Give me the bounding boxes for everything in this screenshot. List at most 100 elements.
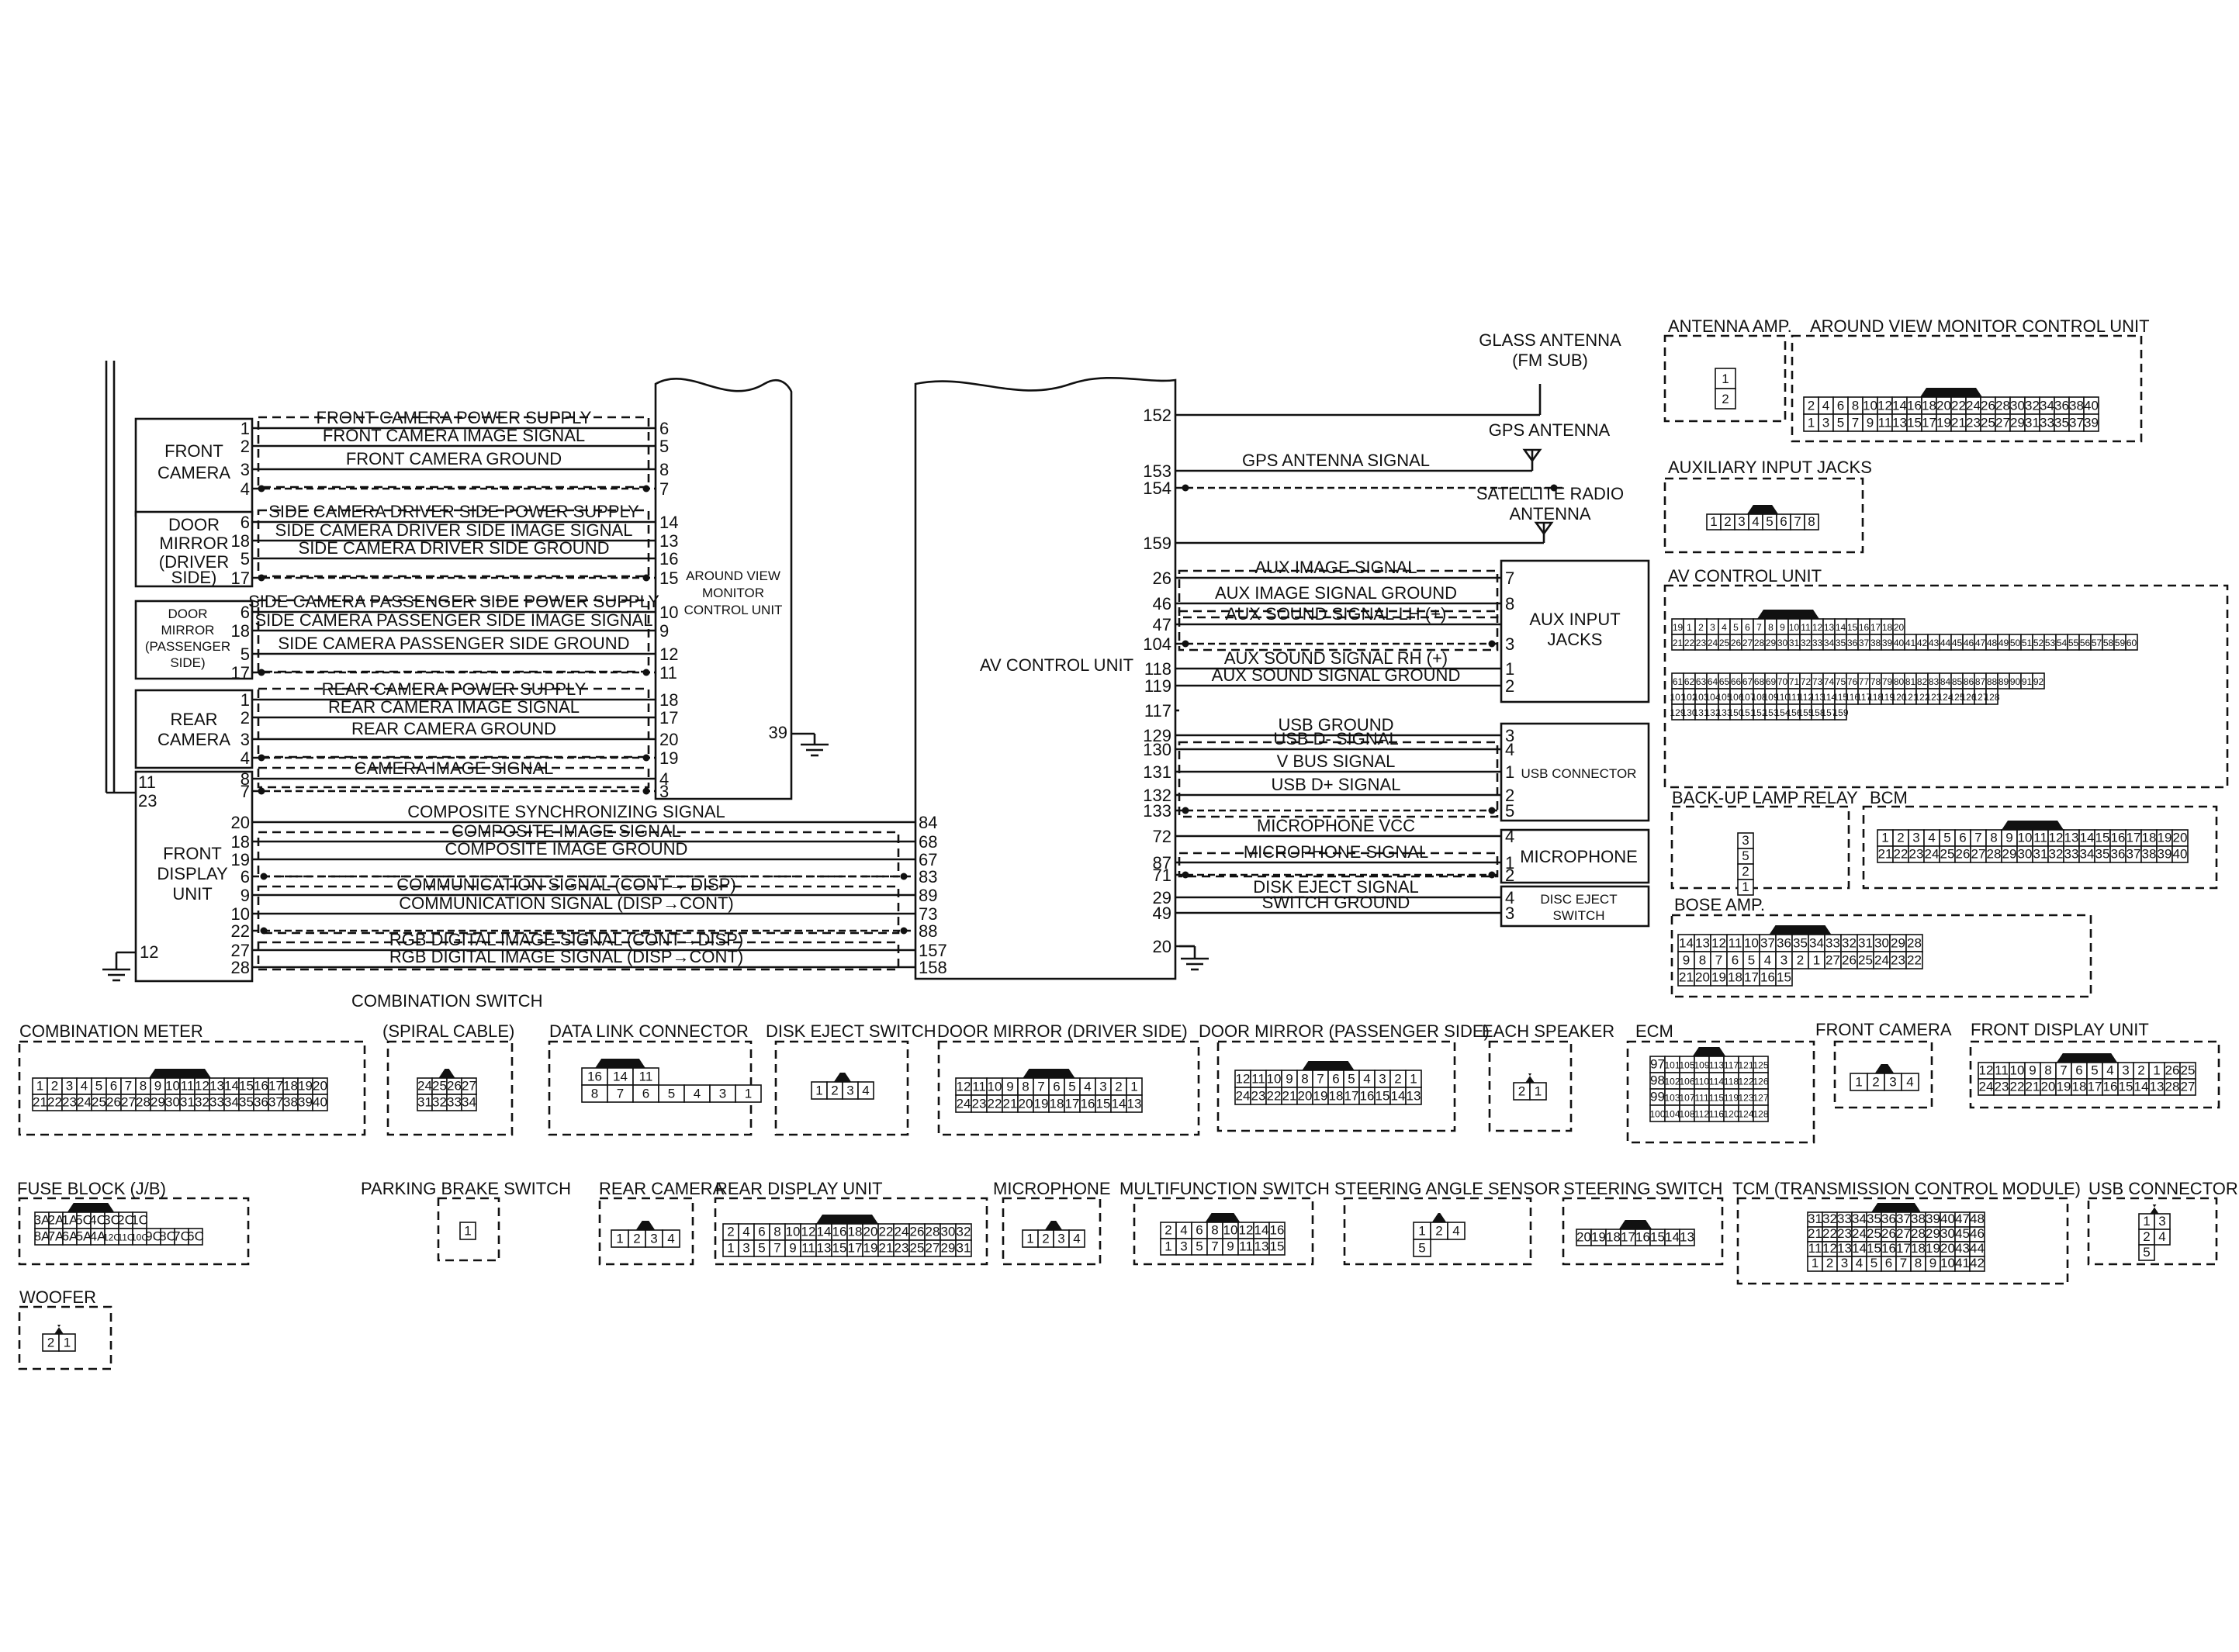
pin-number: 39 [769,723,787,742]
cavity-number: 24 [957,1096,971,1111]
cavity-number: 3 [1099,1079,1106,1094]
wire-label: USB D+ SIGNAL [1272,775,1401,794]
cavity-number: 18 [1922,398,1936,413]
cavity-number: 20 [1298,1088,1313,1103]
cavity-number: 21 [1951,415,1966,430]
cavity-number: 12 [1877,398,1892,413]
cavity-number: 35 [239,1095,254,1110]
cavity-number: 16 [2103,1080,2118,1094]
cavity-number: 10 [786,1225,801,1239]
connector-title: FRONT DISPLAY UNIT [1971,1020,2149,1039]
component-label: USB CONNECTOR [1521,766,1637,781]
cavity-number: 2 [1164,1223,1171,1238]
cavity-number: 112 [1694,1109,1709,1120]
cavity-number: 26 [1881,1226,1896,1241]
cavity-number: 23 [1837,1226,1852,1241]
cavity-number: 111 [1787,692,1801,703]
connector-frame [18,1040,366,1136]
cavity-number: 6 [1959,831,1966,845]
cavity-number: 22 [1267,1088,1282,1103]
cavity-number: 62 [1684,676,1695,687]
connector-title: FRONT CAMERA [1815,1020,1952,1039]
wire-label: SIDE CAMERA DRIVER SIDE GROUND [299,538,610,558]
connector-frame [1862,805,2218,890]
cavity-number: 25 [1867,1226,1881,1241]
cavity-number: 15 [1270,1239,1285,1254]
cavity-number: 33 [1825,935,1840,950]
connector-title: COMBINATION SWITCH [351,991,542,1011]
cavity-number: 7 [1900,1256,1907,1270]
cavity-number: 80 [1894,676,1905,687]
cavity-number: 15 [1907,415,1922,430]
cavity-number: 46 [1964,638,1974,648]
cavity-number: 32 [957,1225,971,1239]
cavity-number: 32 [2025,398,2040,413]
cavity-number: 10 [2018,831,2033,845]
cavity-number: 4 [1752,514,1759,529]
cavity-number: 7 [773,1241,780,1256]
connector-title: MICROPHONE [993,1179,1111,1198]
cavity-number: 16 [1907,398,1922,413]
cavity-number: 11 [639,1069,653,1083]
cavity-number: 4 [1856,1256,1863,1270]
cavity-number: 9 [2005,831,2012,845]
splice-dot [258,669,265,676]
cavity-number: 87 [1975,676,1986,687]
cavity-number: 34 [462,1095,476,1110]
pin-number: 84 [919,813,937,832]
cavity-number: 53 [2045,638,2056,648]
splice-dot [1182,871,1189,879]
cavity-number: 2 [47,1335,54,1350]
shield-group [257,416,650,489]
cavity-number: 73 [1812,676,1823,687]
cavity-number: 158 [1809,707,1825,718]
cavity-number: 1 [1808,415,1815,430]
shield-group [257,766,650,789]
wire-label: SIDE CAMERA DRIVER SIDE POWER SUPPLY [268,502,639,521]
cavity-number: 28 [1907,935,1922,950]
cavity-number: 29 [1891,935,1905,950]
pin-number: 118 [1144,659,1171,679]
cavity-number: 3 [1889,1074,1896,1089]
cavity-number: 6 [1780,514,1787,529]
cavity-number: 98 [1650,1073,1665,1088]
cavity-number: 37 [1896,1211,1911,1226]
cavity-number: 5 [1196,1239,1203,1254]
cavity-number: 5 [1870,1256,1877,1270]
cavity-number: 116 [1845,692,1860,703]
cavity-number: 100 [1649,1109,1665,1120]
cavity-number: 4 [2158,1229,2165,1244]
cavity-number: 31 [957,1241,971,1256]
cavity-number: 66 [1731,676,1742,687]
cavity-number: 107 [1739,692,1755,703]
pin-number: 27 [231,941,250,960]
cavity-number: 20 [863,1225,878,1239]
cavity-number: 21 [2026,1080,2040,1094]
component-label: (DRIVER [159,552,229,572]
cavity-number: 2 [1394,1071,1401,1086]
shield-group [257,941,900,971]
cavity-number: 18 [848,1225,863,1239]
cavity-number: 102 [1681,692,1697,703]
cavity-number: 38 [2069,398,2084,413]
cavity-number: 10 [1267,1071,1282,1086]
cavity-number: 20 [2173,831,2188,845]
cavity-number: 117 [1724,1060,1739,1071]
shield-group [1178,741,1499,818]
cavity-number: 39 [298,1095,313,1110]
cavity-number: 81 [1905,676,1916,687]
cavity-number: 24 [1925,847,1940,862]
connector-latch [2056,1053,2118,1063]
cavity-number: 12 [957,1079,971,1094]
pin-number: 4 [1505,827,1514,846]
cavity-number: 7 [1974,831,1981,845]
cavity-number: 108 [1679,1109,1694,1120]
cavity-number: 8 [1699,952,1706,967]
cavity-number: 3 [742,1241,749,1256]
cavity-number: 28 [926,1225,940,1239]
pin-number: 133 [1143,801,1171,821]
cavity-number: 97 [1650,1057,1665,1072]
cavity-number: 36 [1881,1211,1896,1226]
cavity-number: 24 [1852,1226,1867,1241]
cavity-number: 21 [1673,638,1684,648]
